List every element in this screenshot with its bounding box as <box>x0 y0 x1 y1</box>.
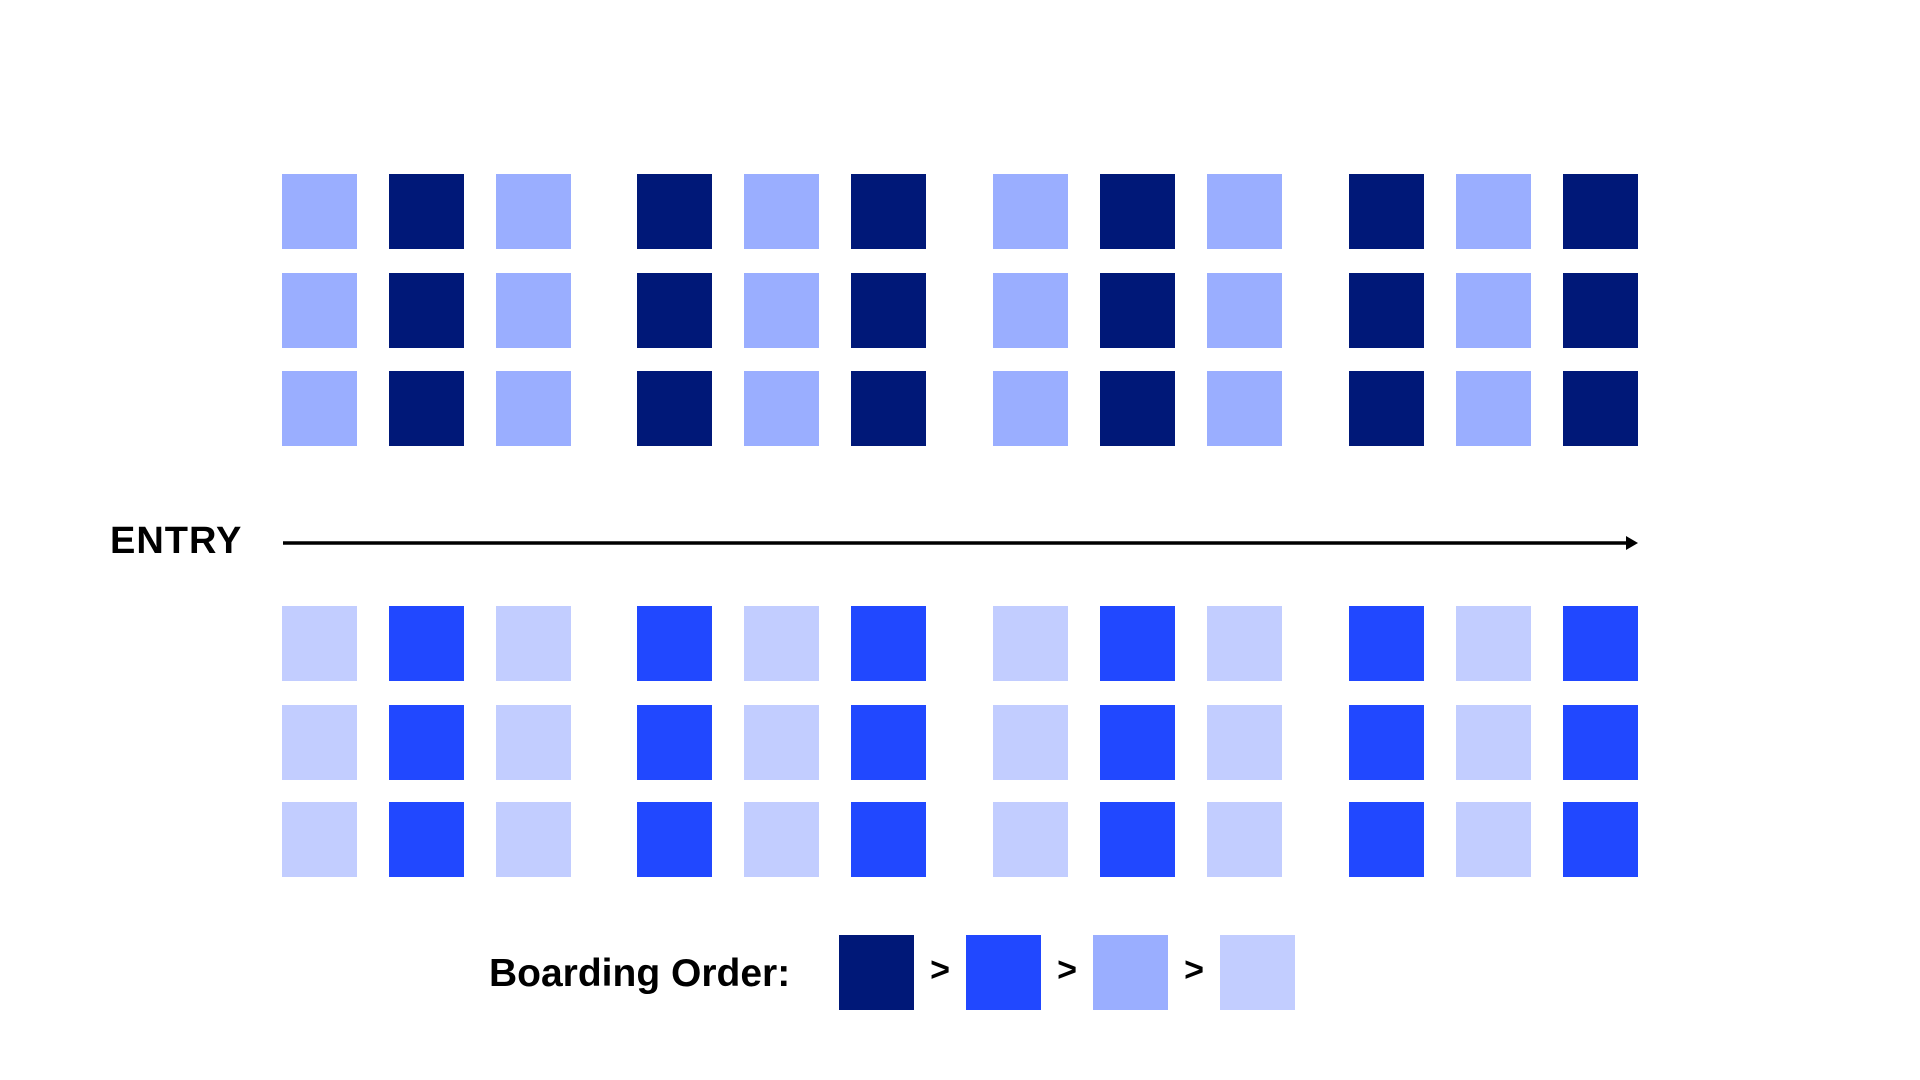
seat-group3 <box>993 273 1068 348</box>
seat-group4 <box>993 606 1068 681</box>
seat-group2 <box>637 705 712 780</box>
seat-group1 <box>1349 371 1424 446</box>
seat-group3 <box>993 174 1068 249</box>
seat-group3 <box>282 174 357 249</box>
seat-group1 <box>1563 273 1638 348</box>
seat-group3 <box>744 174 819 249</box>
seat-group4 <box>1456 606 1531 681</box>
seat-group3 <box>744 273 819 348</box>
seat-group1 <box>389 273 464 348</box>
legend-separator: > <box>1057 951 1077 989</box>
seat-group4 <box>282 606 357 681</box>
seat-group4 <box>1456 802 1531 877</box>
seat-group4 <box>1207 802 1282 877</box>
seat-group3 <box>1207 371 1282 446</box>
seat-group1 <box>637 174 712 249</box>
seat-group3 <box>1456 174 1531 249</box>
seat-group1 <box>851 371 926 446</box>
seat-group1 <box>1100 273 1175 348</box>
seat-group4 <box>496 802 571 877</box>
aisle-arrow-icon <box>283 536 1638 550</box>
seat-group1 <box>637 371 712 446</box>
seat-group4 <box>744 802 819 877</box>
seat-group1 <box>1563 174 1638 249</box>
seat-group2 <box>1349 802 1424 877</box>
seat-group2 <box>1349 705 1424 780</box>
seat-group3 <box>282 371 357 446</box>
seat-group2 <box>1563 606 1638 681</box>
seat-group2 <box>389 606 464 681</box>
seat-group4 <box>1207 705 1282 780</box>
seat-group2 <box>389 705 464 780</box>
seat-group4 <box>1207 606 1282 681</box>
seat-group1 <box>851 174 926 249</box>
entry-label: ENTRY <box>110 520 243 562</box>
seat-group3 <box>496 174 571 249</box>
seat-group4 <box>282 802 357 877</box>
seat-group4 <box>282 705 357 780</box>
seat-group3 <box>993 371 1068 446</box>
seat-group3 <box>282 273 357 348</box>
seat-group3 <box>1456 273 1531 348</box>
seat-group2 <box>1100 606 1175 681</box>
seat-group4 <box>496 705 571 780</box>
seat-group4 <box>993 802 1068 877</box>
seat-group2 <box>1563 802 1638 877</box>
seat-group1 <box>637 273 712 348</box>
seat-group3 <box>1456 371 1531 446</box>
seat-group1 <box>851 273 926 348</box>
seat-group4 <box>993 705 1068 780</box>
seat-group4 <box>744 606 819 681</box>
legend-swatch-group2 <box>966 935 1041 1010</box>
seat-group1 <box>389 371 464 446</box>
seat-group2 <box>851 802 926 877</box>
seat-group2 <box>1100 705 1175 780</box>
seat-group1 <box>1100 371 1175 446</box>
seat-group2 <box>637 606 712 681</box>
seat-group3 <box>1207 174 1282 249</box>
seat-group4 <box>1456 705 1531 780</box>
seat-group4 <box>744 705 819 780</box>
legend-swatch-group4 <box>1220 935 1295 1010</box>
seat-group2 <box>851 705 926 780</box>
seat-group1 <box>1349 174 1424 249</box>
seat-group4 <box>496 606 571 681</box>
legend-label: Boarding Order: <box>489 952 791 995</box>
seat-group1 <box>1100 174 1175 249</box>
seat-group1 <box>1349 273 1424 348</box>
seat-group2 <box>1100 802 1175 877</box>
legend-swatch-group1 <box>839 935 914 1010</box>
seat-group2 <box>1563 705 1638 780</box>
seat-group1 <box>1563 371 1638 446</box>
legend-separator: > <box>1184 951 1204 989</box>
seat-group1 <box>389 174 464 249</box>
seat-group3 <box>1207 273 1282 348</box>
seat-group3 <box>496 371 571 446</box>
seat-group2 <box>851 606 926 681</box>
legend-swatch-group3 <box>1093 935 1168 1010</box>
seat-group2 <box>389 802 464 877</box>
legend-separator: > <box>930 951 950 989</box>
seat-group3 <box>744 371 819 446</box>
seat-group3 <box>496 273 571 348</box>
seat-group2 <box>1349 606 1424 681</box>
seat-group2 <box>637 802 712 877</box>
